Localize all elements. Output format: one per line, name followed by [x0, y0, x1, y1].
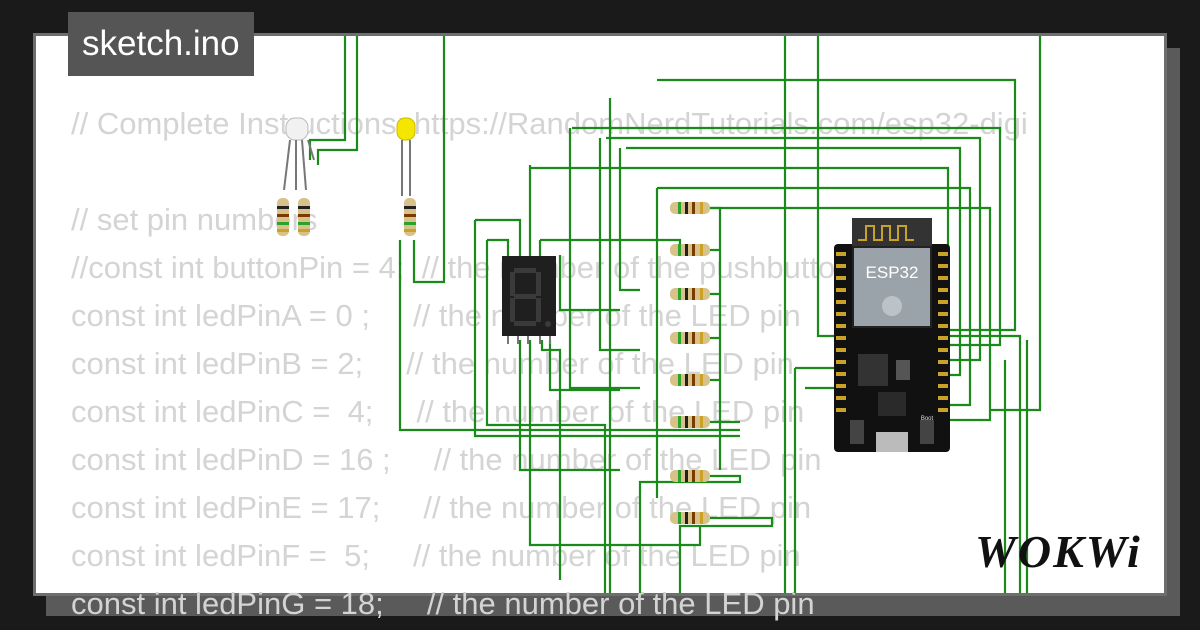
code-line: const int ledPinE = 17; // the number of… [71, 490, 812, 525]
rgb-led[interactable] [283, 117, 315, 191]
wire [487, 238, 510, 262]
wire [657, 186, 972, 407]
resistor-h6[interactable] [670, 416, 710, 428]
wire [657, 78, 1017, 332]
yellow-led[interactable] [396, 117, 416, 196]
wire [618, 148, 640, 292]
wire [528, 340, 702, 547]
wire [308, 36, 347, 160]
resistor-h3[interactable] [670, 288, 710, 300]
wire [990, 36, 1042, 412]
wire [598, 138, 640, 352]
wire [518, 340, 620, 472]
wire [626, 146, 962, 377]
wire [568, 128, 640, 390]
wokwi-logo: WOKWi [975, 526, 1142, 577]
seven-segment-display[interactable] [502, 256, 556, 344]
code-line: const int ledPinC = 4; // the number of … [71, 394, 805, 429]
wire [548, 340, 620, 392]
wire [638, 474, 742, 593]
resistor-h4[interactable] [670, 332, 710, 344]
board-label: ESP32 [866, 263, 919, 282]
wires [308, 36, 1042, 593]
esp32-board[interactable]: ESP32 Boot [834, 218, 950, 452]
resistor-h1[interactable] [670, 202, 710, 214]
code-line: // set pin numbers [71, 202, 318, 237]
wire [316, 36, 359, 165]
resistor-h8[interactable] [670, 512, 710, 524]
boot-label: Boot [921, 416, 934, 422]
resistor-3[interactable] [404, 198, 416, 236]
wire [475, 218, 522, 262]
resistor-2[interactable] [298, 198, 310, 236]
resistor-h2[interactable] [670, 244, 710, 256]
wire [412, 36, 446, 284]
wire [398, 240, 740, 432]
file-name-tab[interactable]: sketch.ino [68, 12, 254, 76]
code-line: const int ledPinA = 0 ; // the number of… [71, 298, 801, 333]
resistor-h5[interactable] [670, 374, 710, 386]
wire [678, 516, 774, 593]
resistor-row [670, 202, 710, 524]
code-line: const int ledPinF = 5; // the number of … [71, 538, 801, 573]
wire [485, 240, 607, 593]
resistor-h7[interactable] [670, 470, 710, 482]
wire [680, 206, 992, 422]
code-preview: // Complete Instructions: https://Random… [71, 100, 1028, 628]
code-line: // Complete Instructions: https://Random… [71, 106, 1028, 141]
code-line: const int ledPinG = 18; // the number of… [71, 586, 815, 621]
wire [473, 220, 740, 438]
resistor-1[interactable] [277, 198, 289, 236]
